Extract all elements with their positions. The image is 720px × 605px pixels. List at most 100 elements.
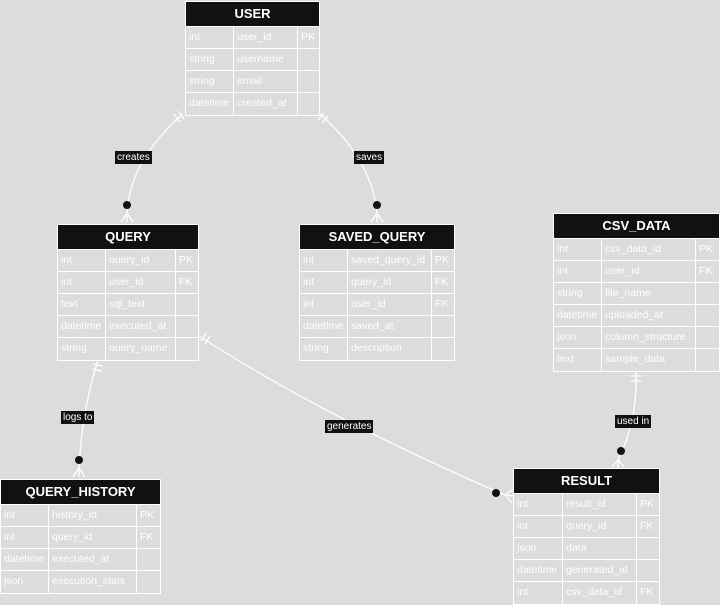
attr-name: created_at xyxy=(234,93,298,115)
attr-name: csv_data_id xyxy=(563,582,637,604)
entity-title: USER xyxy=(186,2,319,27)
attr-name: column_structure xyxy=(602,327,696,348)
attr-name: username xyxy=(234,49,298,70)
attr-type: int xyxy=(300,294,348,315)
edge-creates xyxy=(120,110,185,223)
attr-type: int xyxy=(554,261,602,282)
attr-key xyxy=(637,538,659,559)
attr-type: datetime xyxy=(186,93,234,115)
attr-key xyxy=(298,49,319,70)
attr-key xyxy=(298,93,319,115)
attr-key xyxy=(298,71,319,92)
edge-label-used-in: used in xyxy=(615,415,652,428)
attr-key xyxy=(696,327,719,348)
attr-name: saved_at xyxy=(348,316,432,337)
entity-title: QUERY xyxy=(58,225,198,250)
attr-type: json xyxy=(1,571,49,593)
attr-type: json xyxy=(554,327,602,348)
attr-type: string xyxy=(58,338,106,360)
attr-type: int xyxy=(186,27,234,48)
attr-type: int xyxy=(514,494,563,515)
attr-name: query_name xyxy=(106,338,176,360)
edge-generates xyxy=(198,332,514,504)
attr-key xyxy=(176,316,198,337)
attr-name: user_id xyxy=(234,27,298,48)
attr-key xyxy=(696,305,719,326)
attr-name: result_id xyxy=(563,494,637,515)
attr-type: int xyxy=(514,516,563,537)
attr-type: int xyxy=(1,505,49,526)
attr-name: description xyxy=(348,338,432,360)
attr-type: string xyxy=(186,49,234,70)
attr-type: string xyxy=(554,283,602,304)
attr-key xyxy=(176,338,198,360)
attr-key: PK xyxy=(179,254,194,266)
edge-label-saves: saves xyxy=(354,151,385,164)
attr-key: FK xyxy=(640,520,654,532)
attr-key xyxy=(432,316,454,337)
attr-name: generated_at xyxy=(563,560,637,581)
attr-name: user_id xyxy=(348,294,432,315)
attr-name: query_id xyxy=(106,250,176,271)
attr-type: string xyxy=(300,338,348,360)
attr-type: datetime xyxy=(1,549,49,570)
attr-name: uploaded_at xyxy=(602,305,696,326)
attr-name: saved_query_id xyxy=(348,250,432,271)
entity-title: QUERY_HISTORY xyxy=(1,480,160,505)
attr-key: FK xyxy=(179,276,193,288)
attr-type: datetime xyxy=(300,316,348,337)
attr-name: sql_text xyxy=(106,294,176,315)
attr-type: datetime xyxy=(58,316,106,337)
attr-type: int xyxy=(1,527,49,548)
attr-name: execution_stats xyxy=(49,571,137,593)
attr-key: PK xyxy=(640,498,655,510)
attr-name: query_id xyxy=(49,527,137,548)
attr-key: PK xyxy=(140,509,155,521)
edge-label-logs-to: logs to xyxy=(61,411,95,424)
attr-name: user_id xyxy=(106,272,176,293)
edge-label-creates: creates xyxy=(115,151,152,164)
attr-name: query_id xyxy=(563,516,637,537)
attr-key: FK xyxy=(640,586,654,598)
attr-name: data xyxy=(563,538,637,559)
attr-name: executed_at xyxy=(106,316,176,337)
attr-key xyxy=(137,549,160,570)
attr-name: file_name xyxy=(602,283,696,304)
attr-key: FK xyxy=(435,276,449,288)
attr-name: executed_at xyxy=(49,549,137,570)
attr-key: PK xyxy=(699,243,714,255)
attr-type: text xyxy=(554,349,602,371)
attr-name: history_id xyxy=(49,505,137,526)
entity-title: SAVED_QUERY xyxy=(300,225,454,250)
attr-type: int xyxy=(300,250,348,271)
attr-name: query_id xyxy=(348,272,432,293)
